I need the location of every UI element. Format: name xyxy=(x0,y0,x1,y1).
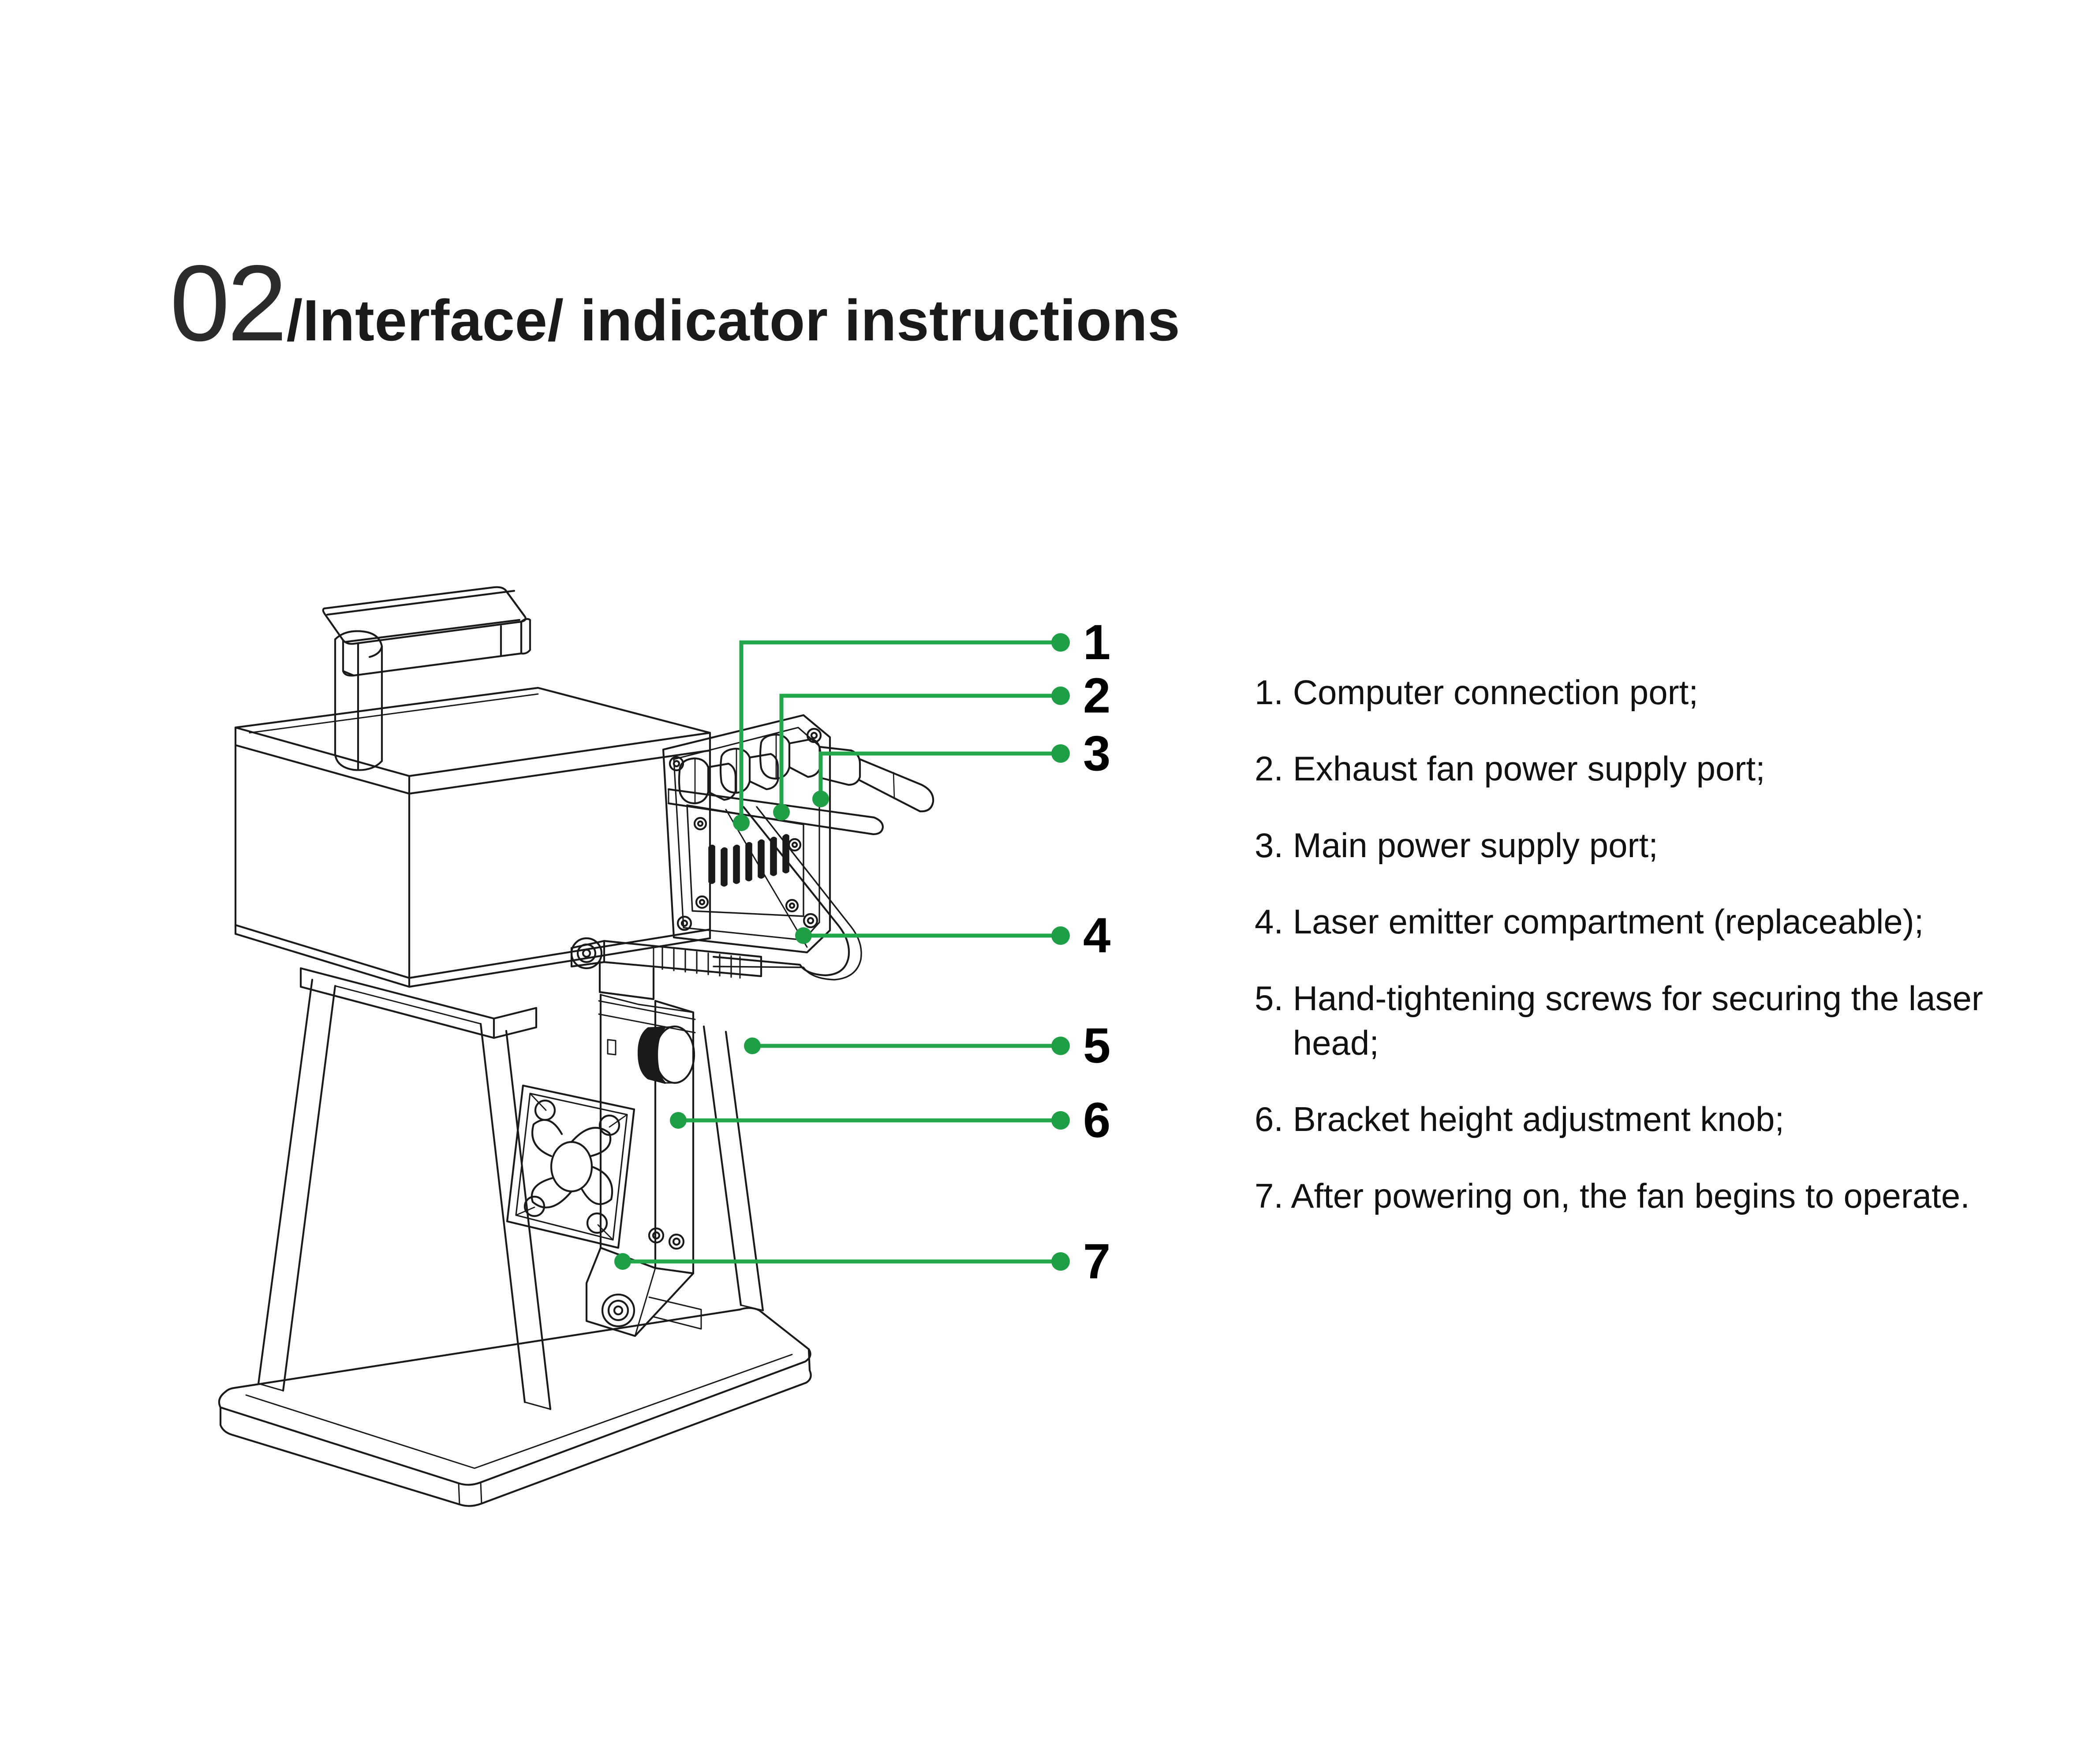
callout-number-5: 5 xyxy=(1083,1018,1111,1073)
hand-tightening-screws xyxy=(661,947,732,978)
callout-number-1: 1 xyxy=(1083,615,1111,670)
cooling-fan xyxy=(506,1084,635,1249)
legend-item-3: 3. Main power supply port; xyxy=(1255,825,1658,865)
support-arm xyxy=(712,806,862,981)
base-plate xyxy=(218,1246,812,1507)
legend-item-6: 6. Bracket height adjustment knob; xyxy=(1255,1100,1785,1139)
callout-number-4: 4 xyxy=(1083,908,1111,963)
connector-ports xyxy=(667,733,934,836)
section-title-text: /Interface/ indicator instructions xyxy=(286,288,1181,353)
trapezoid-stand-leg xyxy=(257,967,764,1410)
legend-item-5: 5. Hand-tightening screws for securing t… xyxy=(1255,978,1983,1062)
leader-dot-end-1 xyxy=(1051,633,1070,652)
machine-illustration xyxy=(190,560,992,1530)
legend-item-4: 4. Laser emitter compartment (replaceabl… xyxy=(1255,902,1924,941)
legend-item-1: 1. Computer connection port; xyxy=(1255,673,1698,712)
legend-list: 1. Computer connection port; 2. Exhaust … xyxy=(1255,670,2031,1218)
carry-handle xyxy=(322,586,531,677)
leader-dot-end-2 xyxy=(1051,687,1070,705)
page-title: 02 /Interface/ indicator instructions xyxy=(170,249,1180,357)
leader-dot-end-7 xyxy=(1051,1252,1070,1271)
main-power-supply-port xyxy=(759,733,934,813)
vent-slots xyxy=(708,834,789,887)
section-number: 02 xyxy=(170,243,288,363)
leader-dot-end-6 xyxy=(1051,1111,1070,1130)
callout-number-3: 3 xyxy=(1083,726,1111,781)
legend-item-2: 2. Exhaust fan power supply port; xyxy=(1255,749,1765,788)
exhaust-fan-power-supply-port xyxy=(719,747,779,794)
leader-dot-end-3 xyxy=(1051,744,1070,763)
machine-line-drawing xyxy=(218,586,934,1507)
tilt-joint-and-hand-screw xyxy=(570,937,762,1000)
main-enclosure xyxy=(234,687,711,988)
handle-post xyxy=(334,630,383,771)
laser-emitter-compartment xyxy=(686,804,804,917)
height-adjustment-knob xyxy=(637,1025,695,1084)
callout-number-2: 2 xyxy=(1083,668,1111,723)
callout-number-6: 6 xyxy=(1083,1093,1111,1148)
leader-dot-end-4 xyxy=(1051,926,1070,945)
legend-item-7: 7. After powering on, the fan begins to … xyxy=(1255,1176,1970,1215)
callout-number-7: 7 xyxy=(1083,1234,1111,1289)
leader-dot-end-5 xyxy=(1051,1037,1070,1055)
